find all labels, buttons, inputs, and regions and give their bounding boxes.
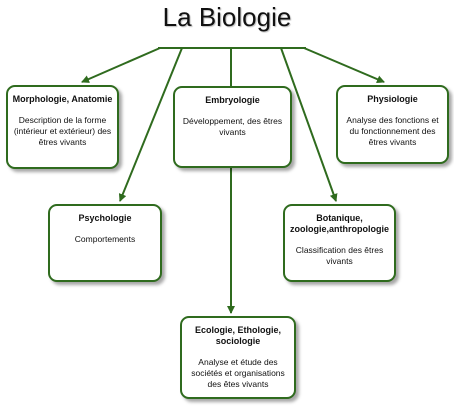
diagram-title: La Biologie [162,2,292,32]
node-morphologie: Morphologie, Anatomie Description de la … [6,85,119,169]
node-description: Comportements [74,234,136,244]
node-description: Analyse et étude des sociétés et organis… [191,357,285,389]
node-description: Analyse des fonctions et du fonctionneme… [346,115,439,147]
arrow-to-botanique [280,47,338,202]
arrow-to-physiologie [303,47,385,83]
node-embryologie: Embryologie Développement, des êtres viv… [173,86,292,168]
node-title: Morphologie, Anatomie [12,94,113,104]
node-ecologie: Ecologie, Ethologie, sociologie Analyse … [180,316,296,399]
node-description: Développement, des êtres vivants [182,116,283,137]
node-description: Classification des êtres vivants [295,245,384,266]
node-title: Physiologie [367,94,418,104]
node-title: Embryologie [205,95,260,105]
node-physiologie: Physiologie Analyse des fonctions et du … [336,85,449,164]
node-description: Description de la forme (intérieur et ex… [13,115,112,147]
arrow-to-morphologie [81,47,161,83]
node-title: Ecologie, Ethologie, sociologie [194,325,281,346]
arrow-to-psychologie [118,47,183,202]
node-title: Psychologie [78,213,132,223]
node-psychologie: Psychologie Comportements [48,204,162,282]
node-botanique: Botanique, zoologie,anthropologie Classi… [283,204,396,282]
node-title: Botanique, zoologie,anthropologie [290,213,389,234]
